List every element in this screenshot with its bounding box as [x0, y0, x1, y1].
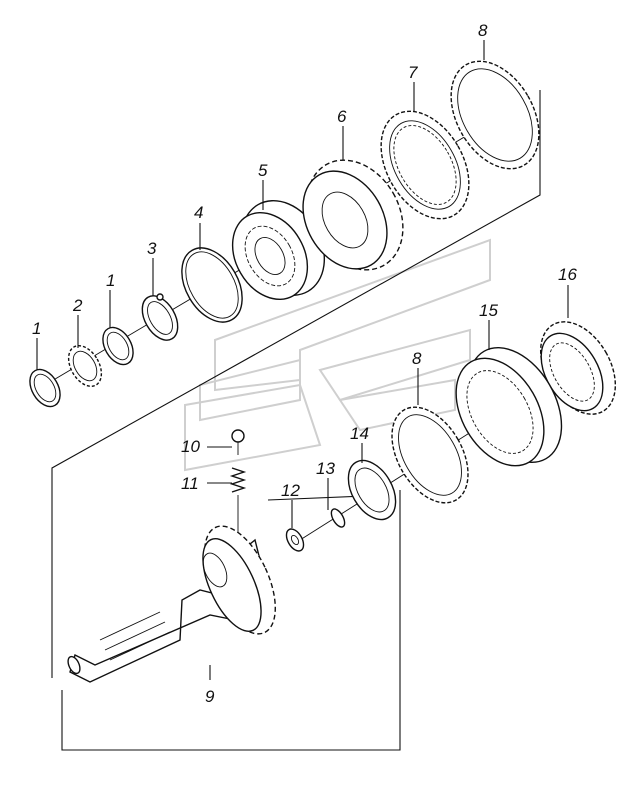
label-part-3: 3 [147, 239, 157, 258]
label-part-14: 14 [350, 424, 369, 443]
part-6-gear [302, 159, 404, 271]
part-1-snap-ring-left [29, 368, 61, 408]
part-14-thrust-washer [347, 459, 397, 521]
part-5-roller-bearing [231, 200, 326, 301]
label-part-1-left: 1 [32, 319, 41, 338]
label-part-5: 5 [258, 161, 268, 180]
part-11-detent-spring [229, 467, 247, 535]
part-16-synchronizer-hub [539, 321, 617, 415]
label-part-4: 4 [194, 203, 203, 222]
part-9-input-shaft [67, 525, 276, 683]
label-part-15: 15 [479, 301, 498, 320]
part-7-synchronizer-ring [380, 110, 470, 220]
part-8-blocker-ring-upper [450, 60, 540, 170]
label-part-8-upper: 8 [478, 21, 488, 40]
leader-lines [36, 40, 569, 528]
label-part-13: 13 [316, 459, 335, 478]
part-4-retaining-ring [181, 247, 243, 323]
part-15-sliding-sleeve [455, 347, 563, 467]
part-10-detent-ball [231, 429, 245, 455]
label-part-7: 7 [408, 63, 418, 82]
part-3-circlip [141, 293, 179, 341]
label-part-2: 2 [72, 296, 83, 315]
part-2-toothed-washer [67, 345, 103, 387]
label-part-11: 11 [181, 474, 199, 493]
label-part-1-right: 1 [106, 271, 115, 290]
part-8-blocker-ring-lower [391, 406, 469, 504]
callout-labels: 1 2 1 3 4 5 6 7 8 16 15 8 14 13 12 10 11… [32, 21, 577, 706]
label-part-8-lower: 8 [412, 349, 422, 368]
part-13-lock-clip [330, 508, 346, 528]
label-part-9: 9 [205, 687, 215, 706]
label-part-16: 16 [558, 265, 577, 284]
label-part-12: 12 [281, 481, 300, 500]
label-part-6: 6 [337, 107, 347, 126]
watermark-logo [184, 238, 491, 472]
part-12-spring-seat [285, 528, 305, 552]
part-1-snap-ring-right [102, 326, 134, 366]
label-part-10: 10 [181, 437, 200, 456]
